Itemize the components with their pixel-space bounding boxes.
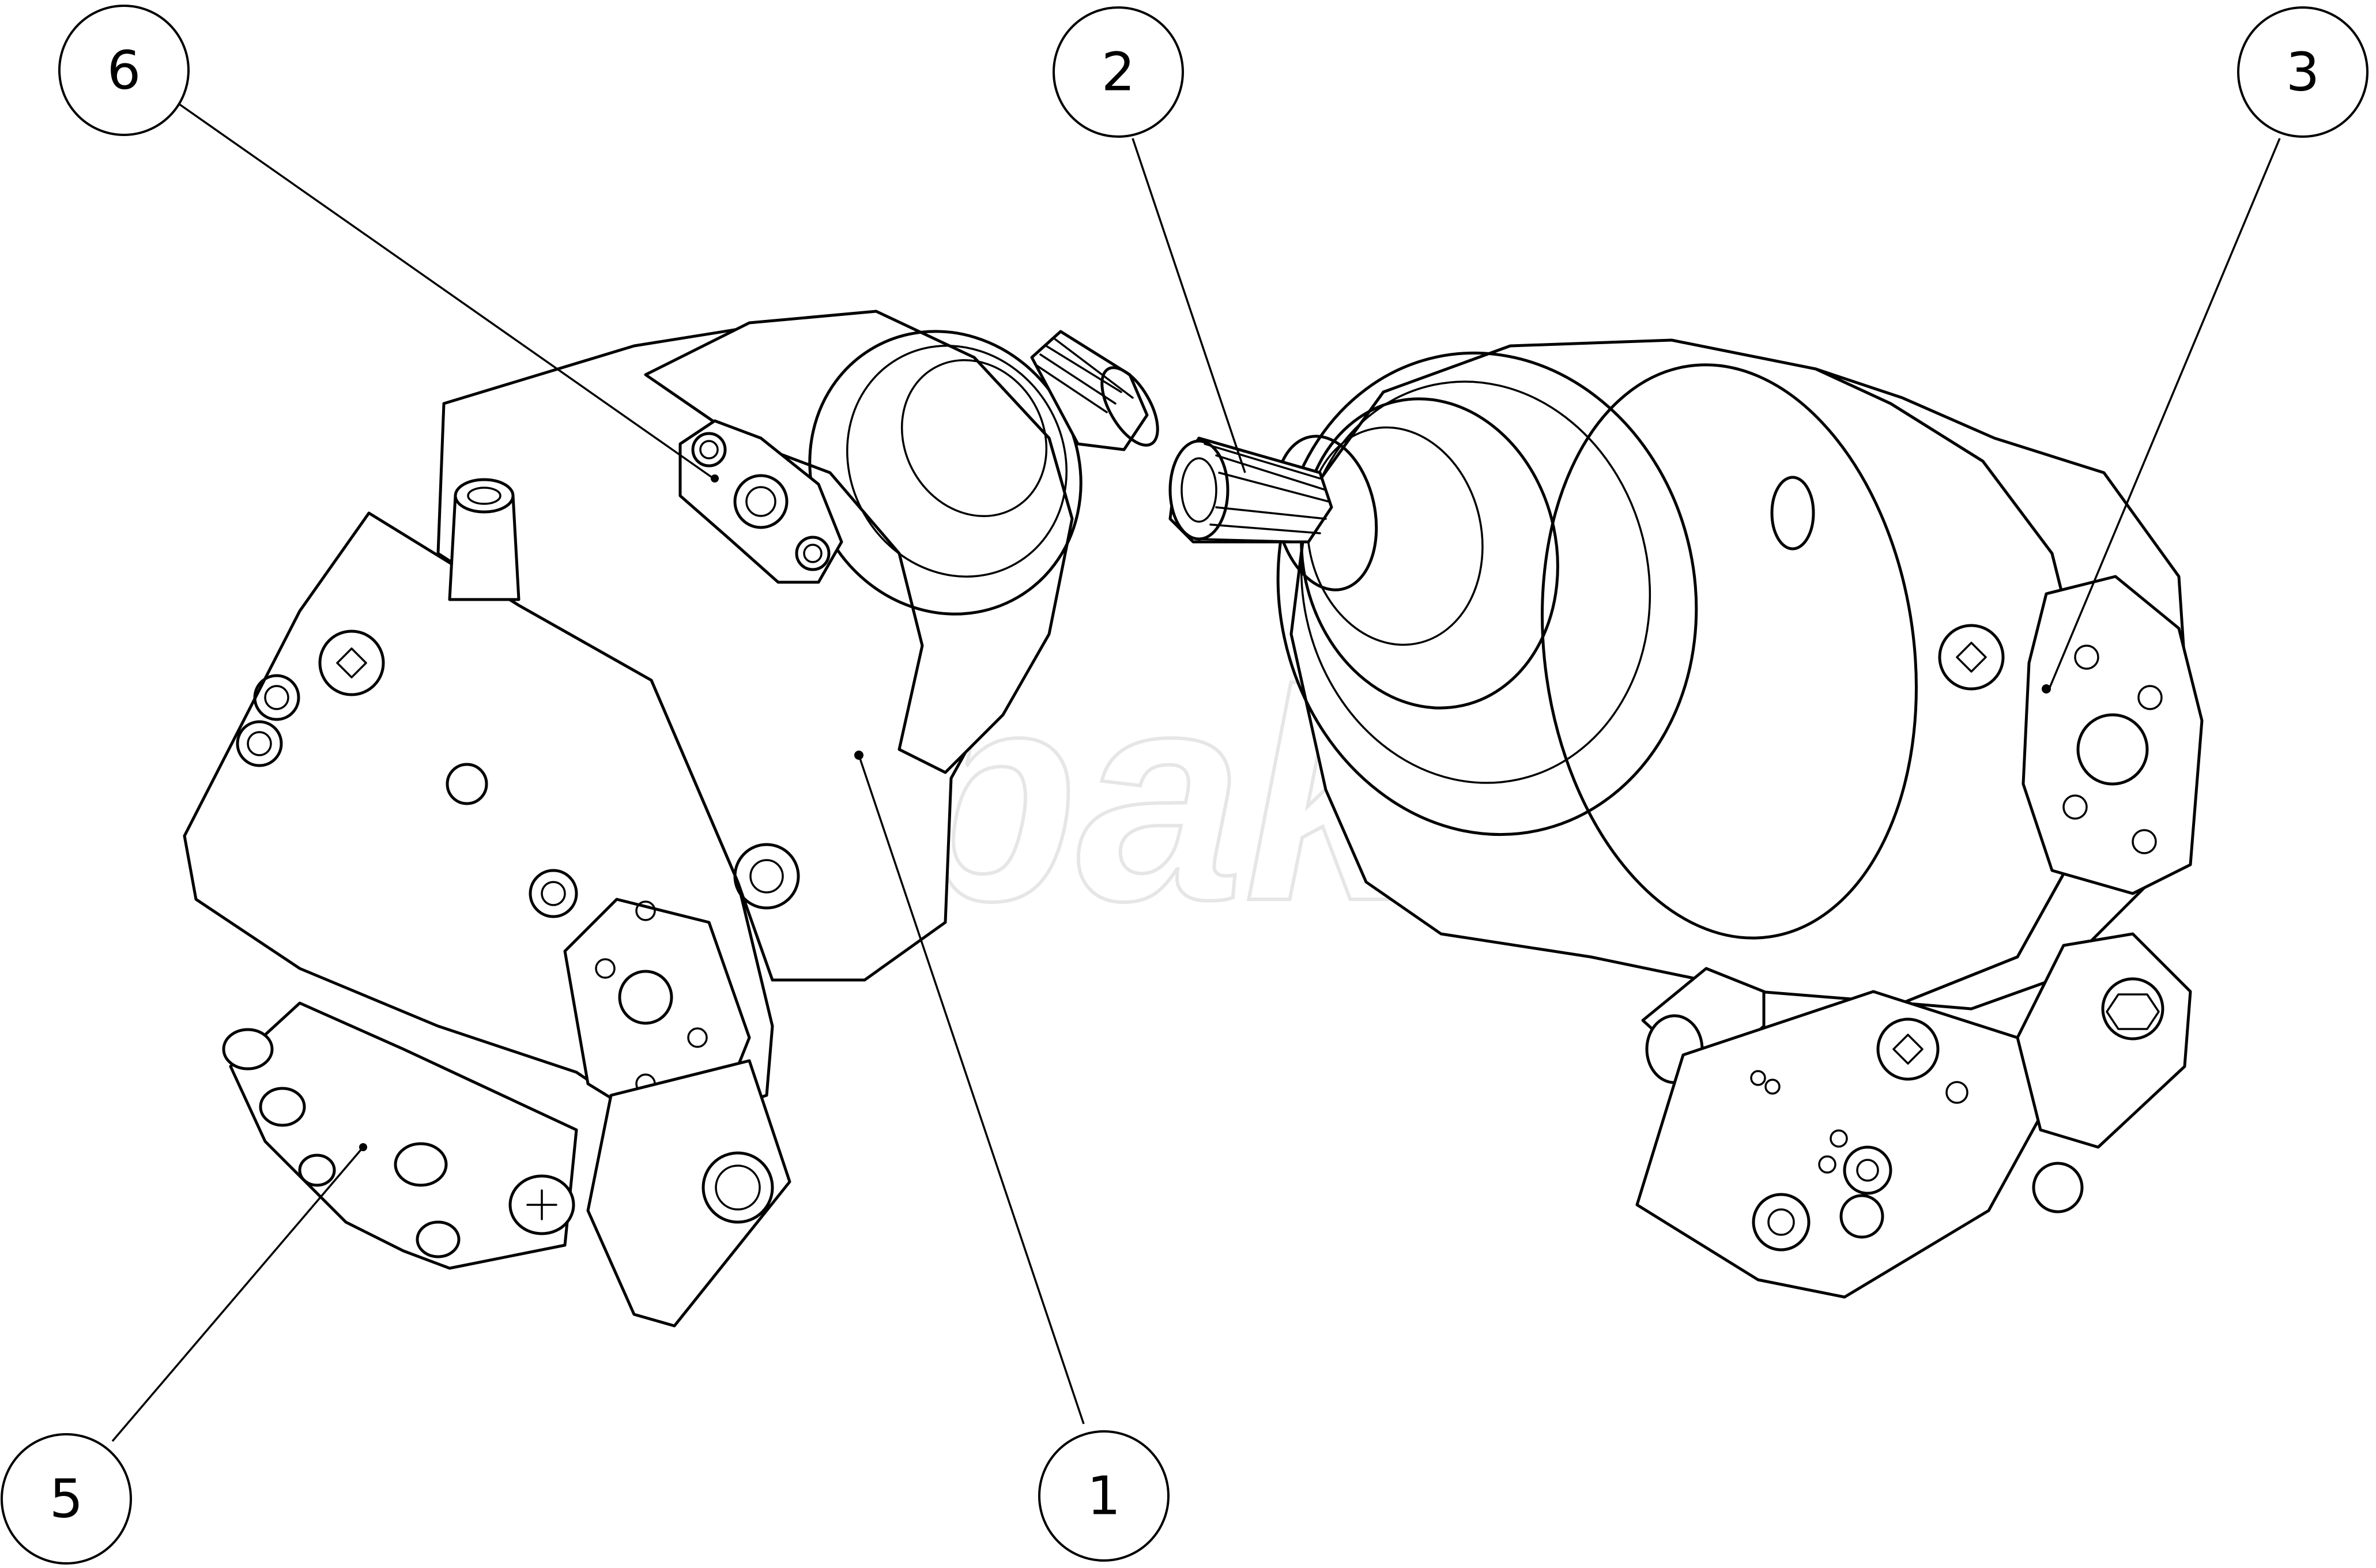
balloon-6: 6 bbox=[58, 5, 190, 136]
housing-boss bbox=[1770, 476, 1815, 551]
left-valve-block bbox=[222, 1001, 578, 1270]
right-port-plate bbox=[2022, 575, 2204, 895]
nose-ring-4 bbox=[1306, 426, 1484, 646]
flange-ring-hub bbox=[900, 359, 1048, 518]
leader-6 bbox=[178, 103, 713, 478]
right-valve-block bbox=[1635, 990, 2054, 1299]
left-mounting-lug bbox=[586, 1059, 791, 1328]
housing-ring bbox=[1541, 363, 1918, 940]
balloon-5-label: 5 bbox=[50, 1468, 84, 1530]
nose-ring-3 bbox=[1300, 397, 1559, 710]
left-motor-flange bbox=[644, 310, 1074, 774]
left-top-port bbox=[448, 478, 521, 601]
leader-3 bbox=[2048, 138, 2281, 689]
balloon-2: 2 bbox=[1053, 6, 1184, 138]
leader-5 bbox=[111, 1146, 364, 1442]
balloon-3-label: 3 bbox=[2286, 42, 2320, 103]
flange-ring-inner bbox=[846, 345, 1068, 578]
leader-lines bbox=[111, 103, 2281, 1442]
nose-ring-2 bbox=[1300, 380, 1651, 784]
nose-ring-1 bbox=[1276, 351, 1698, 836]
left-housing-bolts bbox=[236, 630, 800, 918]
leader-1 bbox=[858, 755, 1085, 1424]
balloon-1: 1 bbox=[1038, 1430, 1170, 1562]
right-motor-assembly bbox=[1168, 338, 2204, 1299]
left-output-shaft bbox=[1030, 330, 1159, 451]
balloon-6-label: 6 bbox=[107, 40, 141, 101]
leader-2 bbox=[1132, 138, 1246, 473]
balloon-2-label: 2 bbox=[1102, 42, 1136, 103]
right-output-shaft bbox=[1168, 436, 1333, 544]
balloon-5: 5 bbox=[1, 1433, 132, 1565]
right-side-bolt bbox=[1938, 624, 2005, 691]
balloon-1-label: 1 bbox=[1087, 1465, 1121, 1527]
left-motor-assembly bbox=[183, 310, 1159, 1328]
right-side-lug bbox=[2016, 932, 2192, 1213]
balloon-3: 3 bbox=[2237, 6, 2369, 138]
flange-bolt-pad bbox=[678, 419, 843, 584]
